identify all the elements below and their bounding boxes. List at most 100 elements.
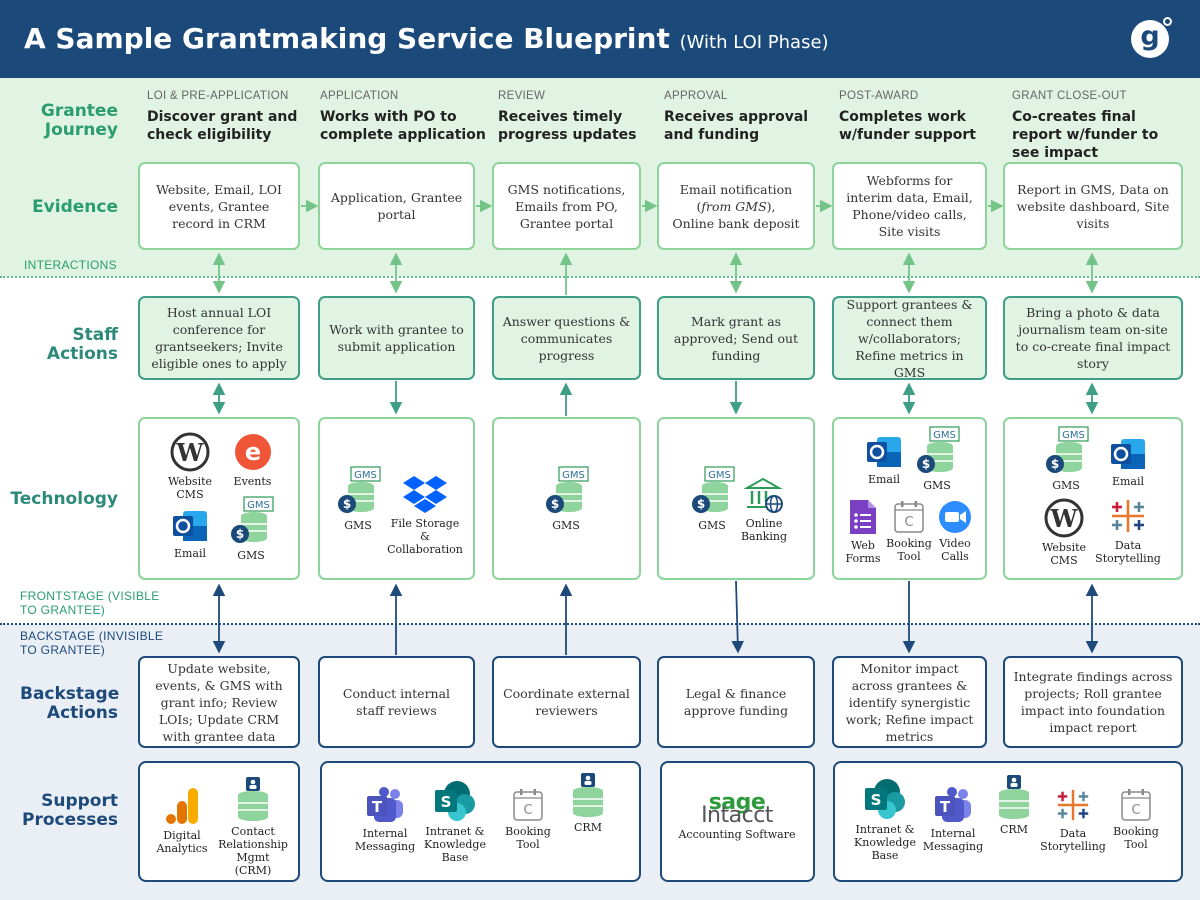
svg-text:W: W <box>176 438 205 467</box>
outlook-icon <box>1111 439 1145 469</box>
svg-text:GMS: GMS <box>354 470 377 481</box>
wordpress-icon: W <box>170 432 210 472</box>
visibility-line <box>0 623 1200 625</box>
svg-text:e: e <box>244 438 260 466</box>
gms-tool: GMS$ GMS <box>914 426 960 492</box>
svg-text:C: C <box>1131 803 1140 818</box>
bank-icon <box>744 477 783 513</box>
svg-text:$: $ <box>922 457 930 471</box>
row-label-support-processes: Support Processes <box>21 791 118 830</box>
backstage-action-box: Integrate findings across projects; Roll… <box>1003 656 1183 748</box>
sharepoint-icon: S <box>435 781 475 821</box>
svg-text:S: S <box>871 791 882 809</box>
svg-text:GMS: GMS <box>708 470 731 481</box>
staff-action-box: Support grantees & connect them w/collab… <box>832 296 987 380</box>
online-banking-tool: Online Banking <box>740 476 788 543</box>
support-box <box>138 761 300 882</box>
evidence-box: GMS notifications, Emails from PO, Grant… <box>492 162 641 250</box>
events-tool: e Events <box>225 432 280 488</box>
web-forms-tool: Web Forms <box>843 498 883 565</box>
email-tool: Email <box>862 434 906 486</box>
staff-action-box: Mark grant as approved; Send out funding <box>657 296 815 380</box>
logo-icon: g <box>1131 17 1172 58</box>
evidence-box: Website, Email, LOI events, Grantee reco… <box>138 162 300 250</box>
tableau-icon <box>1057 789 1089 821</box>
gms-tool: GMS$ GMS <box>689 466 735 532</box>
svg-text:C: C <box>523 803 532 818</box>
crm-icon <box>573 773 603 817</box>
backstage-action-box: Conduct internal staff reviews <box>318 656 475 748</box>
svg-text:$: $ <box>1051 457 1059 471</box>
svg-text:W: W <box>1050 504 1079 533</box>
intranet-tool: S Intranet & Knowledge Base <box>852 778 918 862</box>
website-cms-tool: W Website CMS <box>1038 498 1090 567</box>
internal-messaging-tool: T Internal Messaging <box>922 786 984 853</box>
technology-box <box>1003 417 1183 580</box>
dropbox-icon <box>403 476 447 513</box>
interactions-label: INTERACTIONS <box>24 258 117 272</box>
svg-text:$: $ <box>343 497 351 511</box>
gms-icon: GMS$ <box>1046 426 1089 473</box>
frontstage-label: FRONTSTAGE (VISIBLE TO GRANTEE) <box>20 589 160 617</box>
gms-tool: GMS$ GMS <box>1043 426 1089 492</box>
digital-analytics-tool: Digital Analytics <box>153 786 211 855</box>
row-label-technology: Technology <box>10 489 118 509</box>
forms-icon <box>850 500 876 534</box>
sage-intacct-logo: sage Intacct <box>701 790 773 828</box>
header: A Sample Grantmaking Service Blueprint (… <box>0 0 1200 78</box>
crm-icon <box>999 775 1029 819</box>
staff-action-box: Work with grantee to submit application <box>318 296 475 380</box>
wordpress-icon: W <box>1044 498 1084 538</box>
svg-text:C: C <box>904 515 913 530</box>
svg-text:$: $ <box>236 527 244 541</box>
support-box <box>660 761 815 882</box>
svg-text:S: S <box>441 793 452 811</box>
data-storytelling-tool: Data Storytelling <box>1095 496 1161 565</box>
gms-tool: GMS $ GMS <box>335 466 381 532</box>
technology-box <box>657 417 815 580</box>
email-tool: Email <box>1106 436 1150 488</box>
evidence-box: Report in GMS, Data on website dashboard… <box>1003 162 1183 250</box>
staff-action-box: Host annual LOI conference for grantseek… <box>138 296 300 380</box>
crm-icon <box>238 777 268 821</box>
crm-tool: CRM <box>568 772 608 834</box>
interaction-arrows <box>212 252 1099 295</box>
booking-tool: C Booking Tool <box>1112 788 1160 851</box>
data-storytelling-tool: Data Storytelling <box>1040 786 1106 853</box>
email-tool: Email <box>165 508 215 560</box>
analytics-icon <box>166 788 198 824</box>
crm-tool: Contact Relationship Mgmt (CRM) <box>218 776 288 877</box>
page-subtitle: (With LOI Phase) <box>679 32 829 53</box>
outlook-icon <box>173 511 207 541</box>
evidence-box: Email notification(from GMS),Online bank… <box>657 162 815 250</box>
svg-text:T: T <box>940 798 951 816</box>
staff-action-box: Answer questions & communicates progress <box>492 296 641 380</box>
gms-icon: GMS$ <box>692 466 735 513</box>
intranet-tool: S Intranet & Knowledge Base <box>422 780 488 864</box>
evidence-box: Application, Grantee portal <box>318 162 475 250</box>
booking-tool: C Booking Tool <box>886 500 932 563</box>
sharepoint-icon: S <box>865 779 905 819</box>
svg-text:T: T <box>372 798 383 816</box>
backstage-action-box: Monitor impact across grantees & identif… <box>832 656 987 748</box>
interaction-line <box>0 276 1200 278</box>
gms-tool: GMS$ GMS <box>543 466 589 532</box>
gms-icon: GMS $ <box>338 466 381 513</box>
backstage-action-box: Coordinate external reviewers <box>492 656 641 748</box>
teams-icon: T <box>367 787 403 822</box>
website-cms-tool: W Website CMS <box>160 432 220 501</box>
file-storage-tool: File Storage & Collaboration <box>385 474 465 556</box>
staff-technology-arrows <box>212 381 1099 416</box>
backstage-action-box: Legal & finance approve funding <box>657 656 815 748</box>
backstage-label: BACKSTAGE (INVISIBLE TO GRANTEE) <box>20 629 164 657</box>
booking-tool: C Booking Tool <box>504 788 552 851</box>
svg-text:GMS: GMS <box>562 470 585 481</box>
svg-text:$: $ <box>551 497 559 511</box>
